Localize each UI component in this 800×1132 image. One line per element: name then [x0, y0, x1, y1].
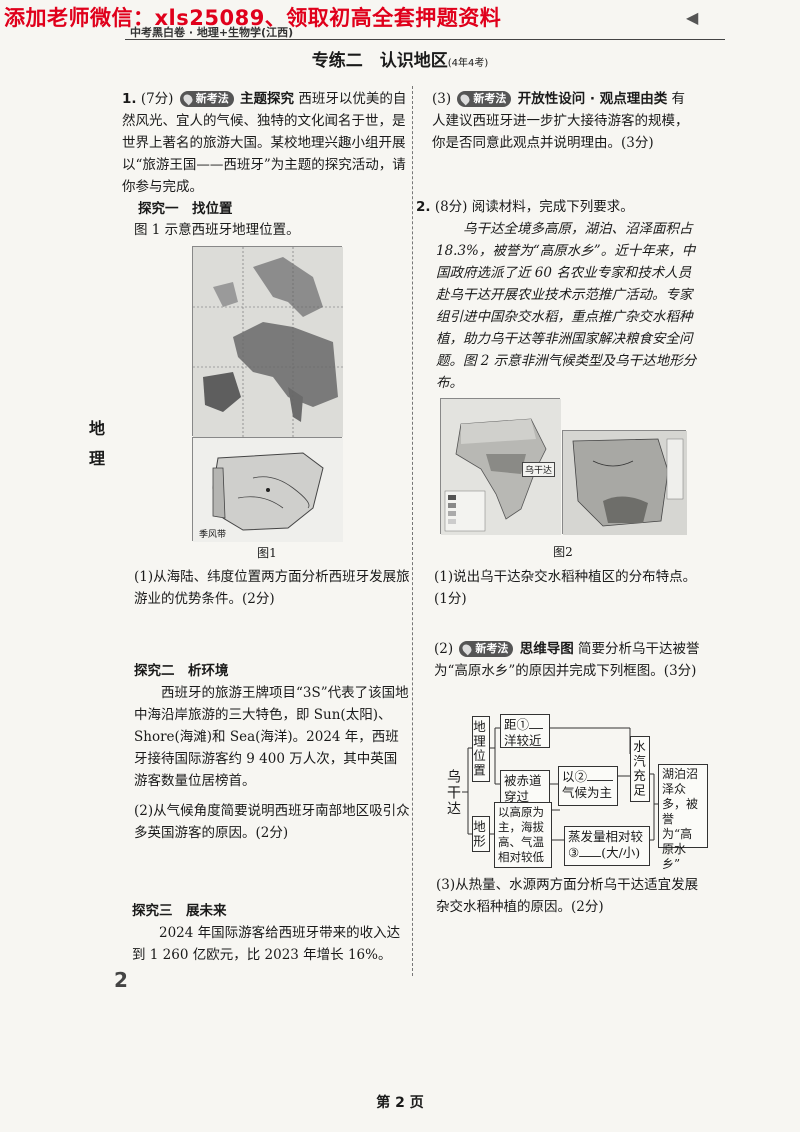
q1-part1-desc: 图 1 示意西班牙地理位置。	[134, 222, 300, 238]
q1-part3-title: 探究三 展未来	[132, 903, 227, 919]
q1-sub3-prefix: (3)	[432, 91, 452, 107]
new-method-tag: 新考法	[179, 91, 234, 107]
europe-map-graphic	[193, 247, 343, 437]
q2-header: 2. (8分) 阅读材料，完成下列要求。	[416, 196, 706, 218]
new-method-tag-3: 新考法	[459, 641, 514, 657]
figure1-bottom-label: 季风带	[199, 530, 227, 540]
q1-topic: 主题探究	[240, 91, 295, 107]
section-title: 专练二 认识地区(4年4考)	[0, 46, 800, 71]
q2-score: (8分)	[434, 199, 468, 215]
q2-sub1: (1)说出乌干达杂交水稻种植区的分布特点。(1分)	[434, 569, 697, 607]
page-footer: 第 2 页	[376, 1095, 424, 1111]
q1-score: (7分)	[140, 91, 174, 107]
header-divider	[125, 39, 725, 40]
q1-part2-title: 探究二 析环境	[134, 663, 229, 679]
mind-map-location: 地理位置	[471, 716, 490, 782]
q1-part3-text: 2024 年国际游客给西班牙带来的收入达到 1 260 亿欧元，比 2023 年…	[132, 925, 401, 963]
q1-sub1: (1)从海陆、纬度位置两方面分析西班牙发展旅游业的优势条件。(2分)	[134, 569, 410, 607]
figure1-europe-map	[192, 246, 343, 437]
mind-map-box-vapor: 水汽充足	[630, 736, 650, 802]
figure1-caption: 图1	[257, 546, 277, 560]
mind-map-root: 乌干达	[445, 769, 461, 817]
mind-map-terrain: 地形	[471, 816, 490, 852]
mind-map-box-plateau: 以高原为主，海拔高、气温相对较低	[494, 802, 552, 868]
q2-material: 乌干达全境多高原，湖泊、沼泽面积占 18.3%，被誉为“高原水乡”。近十年来，中…	[436, 221, 697, 391]
q2-instruction: 阅读材料，完成下列要求。	[471, 199, 634, 215]
uganda-terrain-graphic	[563, 431, 687, 535]
figure2-inset-label: 乌干达	[522, 462, 556, 477]
spain-inset-graphic	[193, 438, 343, 542]
q2-sub3: (3)从热量、水源两方面分析乌干达适宜发展杂交水稻种植的原因。(2分)	[436, 877, 699, 915]
watermark-text: 添加老师微信：xls25089、领取初高全套押题资料	[4, 6, 502, 30]
q1-intro-block: 1. (7分) 新考法 主题探究 西班牙以优美的自然风光、宜人的气候、独特的文化…	[122, 88, 410, 198]
figure1-spain-inset: 季风带	[192, 437, 343, 542]
q2-sub2-prefix: (2)	[434, 641, 454, 657]
q2-sub2-text: 简要分析乌干达被誉为“高原水乡”的原因并完成下列框图。(3分)	[434, 641, 700, 679]
q2-sub2-topic: 思维导图	[519, 641, 574, 657]
q1-sub3: (3) 新考法 开放性设问 · 观点理由类 有人建议西班牙进一步扩大接待游客的规…	[432, 88, 694, 154]
figure2-uganda-terrain	[562, 430, 687, 535]
q1-intro: 西班牙以优美的自然风光、宜人的气候、独特的文化闻名于世，是世界上著名的旅游大国。…	[122, 91, 407, 195]
figure2-caption: 图2	[553, 545, 573, 559]
subject-side-label: 地理	[88, 419, 105, 468]
q2-number: 2.	[416, 199, 431, 215]
series-title: 中考黑白卷 · 地理+生物学(江西)	[130, 26, 294, 39]
q1-sub2: (2)从气候角度简要说明西班牙南部地区吸引众多英国游客的原因。(2分)	[134, 803, 410, 841]
q1-sub3-text: 有人建议西班牙进一步扩大接待游客的规模，你是否同意此观点并说明理由。(3分)	[432, 91, 689, 151]
q1-part1-title: 探究一 找位置	[138, 201, 233, 217]
column-divider	[412, 86, 413, 976]
section-note: (4年4考)	[447, 58, 489, 69]
q2-sub2: (2) 新考法 思维导图 简要分析乌干达被誉为“高原水乡”的原因并完成下列框图。…	[434, 638, 702, 682]
mind-map-box-result: 湖泊沼泽众多，被誉为“高原水乡”	[658, 764, 708, 871]
q1-sub3-topic: 开放性设问 · 观点理由类	[517, 91, 668, 107]
page-number: 2	[114, 968, 128, 992]
corner-mark-icon: ◀	[686, 8, 699, 27]
mind-map-box-equator: 被赤道穿过	[500, 770, 550, 804]
q1-number: 1.	[122, 91, 137, 107]
new-method-tag-2: 新考法	[457, 91, 512, 107]
q1-part2-text: 西班牙的旅游王牌项目“3S”代表了该国地中海沿岸旅游的三大特色，即 Sun(太阳…	[134, 685, 409, 789]
section-title-text: 专练二 认识地区	[311, 51, 448, 71]
